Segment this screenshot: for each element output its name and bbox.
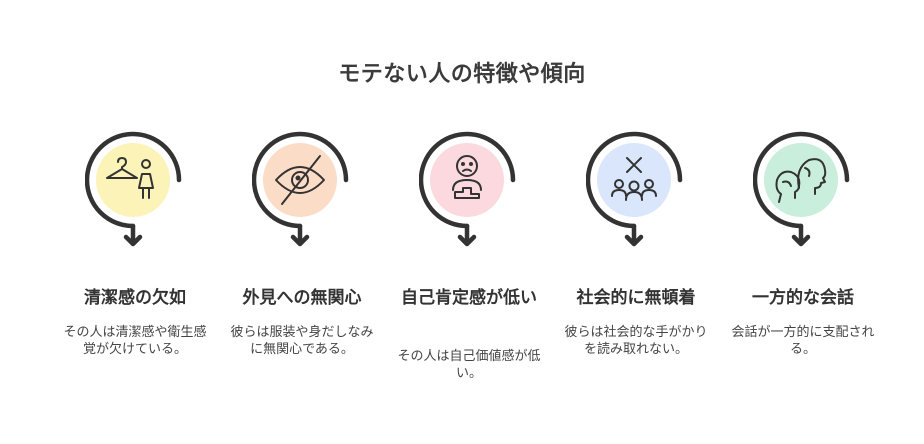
trait-description: その人は自己価値感が低い。 — [397, 349, 541, 381]
trait-heading: 自己肯定感が低い — [401, 288, 537, 308]
trait-description: その人は清潔感や衛生感覚が欠けている。 — [63, 325, 207, 357]
trait-description: 彼らは社会的な手がかりを読み取れない。 — [564, 325, 708, 357]
hanger-person-icon — [106, 157, 154, 199]
trait-description: 会話が一方的に支配される。 — [731, 325, 875, 357]
trait-heading: 社会的に無頓着 — [576, 288, 696, 308]
trait-heading: 清潔感の欠如 — [84, 288, 186, 308]
trait-heading: 外見への無関心 — [242, 288, 362, 308]
diagram-title: モテない人の特徴や傾向 — [338, 62, 586, 87]
sad-person-podium-icon — [452, 155, 482, 199]
two-heads-talking-icon — [775, 158, 827, 203]
eye-slash-icon — [275, 155, 325, 205]
circle-arrow-badge — [753, 124, 865, 254]
circle-arrow-badge — [85, 124, 197, 254]
circle-arrow-badge — [252, 124, 364, 254]
group-x-icon — [611, 157, 657, 201]
trait-description: 彼らは服装や身だしなみに無関心である。 — [230, 325, 374, 357]
trait-heading: 一方的な会話 — [752, 288, 854, 308]
circle-arrow-badge — [419, 124, 531, 254]
circle-arrow-badge — [586, 124, 698, 254]
